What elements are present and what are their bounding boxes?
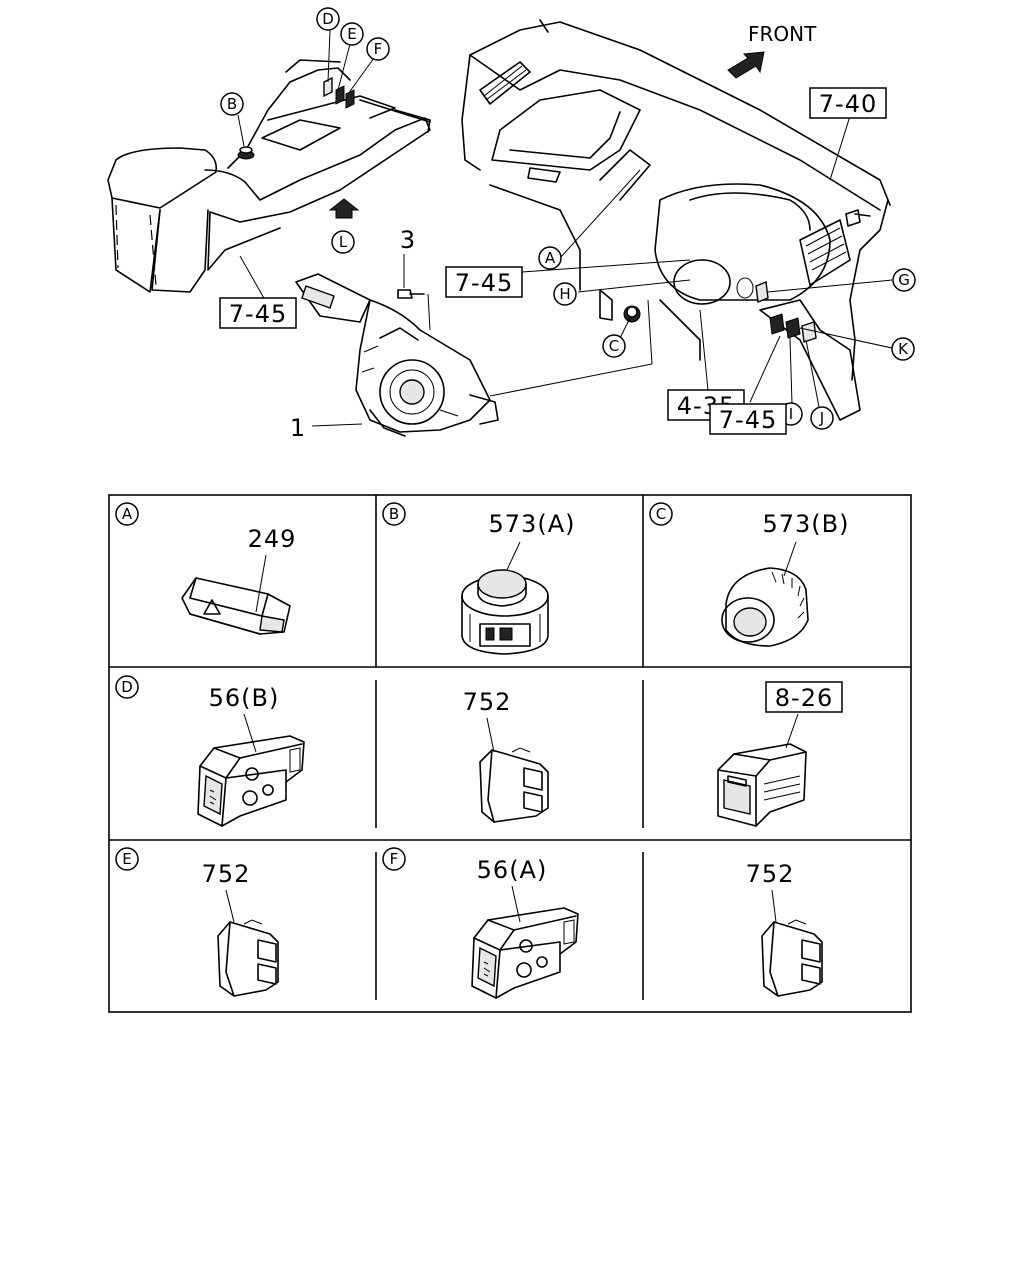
detail-cell-d2-part: 752 bbox=[463, 688, 512, 716]
detail-cell-E-callout: E bbox=[122, 850, 131, 868]
callout-B-label: B bbox=[227, 95, 237, 113]
blank-cover-e-drawing bbox=[217, 919, 279, 997]
callout-J-label: J bbox=[819, 409, 824, 427]
detail-grid: A 249 B 573(A) bbox=[108, 494, 912, 1013]
callout-K[interactable]: K bbox=[891, 337, 915, 361]
center-console-drawing bbox=[107, 59, 431, 293]
callout-G-label: G bbox=[898, 271, 910, 289]
detail-cell-A[interactable]: A 249 bbox=[115, 502, 297, 635]
mode-switch-drawing bbox=[717, 743, 807, 827]
knob-switch-a-drawing bbox=[461, 569, 549, 655]
callout-F-label: F bbox=[374, 40, 383, 58]
front-arrow-icon bbox=[727, 51, 765, 79]
hazard-switch-drawing bbox=[181, 577, 291, 635]
detail-cell-f2[interactable]: 752 bbox=[746, 860, 823, 997]
seat-heater-switch-b-drawing bbox=[197, 735, 305, 827]
callout-J[interactable]: J bbox=[810, 406, 834, 430]
callout-C[interactable]: C bbox=[602, 334, 626, 358]
callout-C-label: C bbox=[609, 337, 619, 355]
detail-cell-C-part: 573(B) bbox=[763, 510, 850, 538]
detail-cell-C-callout: C bbox=[656, 505, 666, 523]
callout-K-label: K bbox=[898, 340, 909, 358]
detail-cell-A-callout: A bbox=[122, 505, 133, 523]
front-label: FRONT bbox=[748, 22, 817, 46]
detail-cell-E-part: 752 bbox=[202, 860, 251, 888]
detail-cell-D-part: 56(B) bbox=[209, 684, 280, 712]
detail-cell-F-callout: F bbox=[390, 850, 399, 868]
detail-cell-A-part: 249 bbox=[248, 525, 297, 553]
part-number-switch: 1 bbox=[290, 414, 306, 442]
callout-A[interactable]: A bbox=[538, 246, 562, 270]
front-indicator: FRONT bbox=[727, 22, 817, 79]
detail-cell-E[interactable]: E 752 bbox=[115, 847, 279, 997]
ref-box-dash-label: 7-40 bbox=[819, 90, 877, 118]
callout-L-label: L bbox=[339, 233, 348, 251]
seat-heater-icon bbox=[209, 789, 217, 805]
leader-lines bbox=[237, 29, 893, 427]
detail-cell-D-callout: D bbox=[121, 678, 133, 696]
callout-L[interactable]: L bbox=[331, 230, 355, 254]
seat-heater-switch-a-drawing bbox=[471, 907, 579, 999]
callout-A-label: A bbox=[545, 249, 556, 267]
detail-cell-f2-part: 752 bbox=[746, 860, 795, 888]
ref-box-console-label: 7-45 bbox=[229, 300, 287, 328]
ref-box-lower[interactable]: 7-45 bbox=[709, 403, 787, 435]
callout-D[interactable]: D bbox=[316, 7, 340, 31]
knob-switch-b-drawing bbox=[721, 567, 809, 647]
callout-B[interactable]: B bbox=[220, 92, 244, 116]
combination-switch-drawing bbox=[295, 273, 499, 437]
callout-E-label: E bbox=[347, 25, 356, 43]
detail-cell-d3-part: 8-26 bbox=[775, 684, 833, 712]
detail-cell-F-part: 56(A) bbox=[477, 856, 548, 884]
callout-F[interactable]: F bbox=[366, 37, 390, 61]
ref-box-console[interactable]: 7-45 bbox=[219, 297, 297, 329]
detail-cell-C[interactable]: C 573(B) bbox=[649, 502, 850, 647]
overview-illustration: FRONT bbox=[107, 7, 916, 442]
callout-G[interactable]: G bbox=[892, 268, 916, 292]
ref-box-mid-label: 7-45 bbox=[455, 269, 513, 297]
detail-cell-d2[interactable]: 752 bbox=[463, 688, 549, 823]
detail-cell-B-part: 573(A) bbox=[489, 510, 576, 538]
ref-box-dash[interactable]: 7-40 bbox=[809, 87, 887, 119]
callout-H[interactable]: H bbox=[553, 282, 577, 306]
detail-cell-d3[interactable]: 8-26 bbox=[717, 681, 843, 827]
view-arrow-icon bbox=[328, 198, 360, 219]
blank-cover-drawing bbox=[479, 747, 549, 823]
detail-cell-F[interactable]: F 56(A) bbox=[382, 847, 579, 999]
callout-E[interactable]: E bbox=[340, 22, 364, 46]
callout-D-label: D bbox=[322, 10, 334, 28]
detail-cell-B-callout: B bbox=[389, 505, 399, 523]
instrument-panel-drawing bbox=[461, 19, 891, 421]
part-number-screw: 3 bbox=[400, 226, 416, 254]
ref-box-mid[interactable]: 7-45 bbox=[445, 266, 523, 298]
blank-cover-f2-drawing bbox=[761, 919, 823, 997]
callout-H-label: H bbox=[559, 285, 570, 303]
hazard-triangle-icon bbox=[203, 599, 221, 615]
seat-heater-a-icon bbox=[483, 961, 491, 977]
detail-cell-D[interactable]: D 56(B) bbox=[115, 675, 305, 827]
callout-I-label: I bbox=[789, 405, 793, 423]
detail-cell-B[interactable]: B 573(A) bbox=[382, 502, 576, 655]
ref-box-lower-label: 7-45 bbox=[719, 406, 777, 434]
